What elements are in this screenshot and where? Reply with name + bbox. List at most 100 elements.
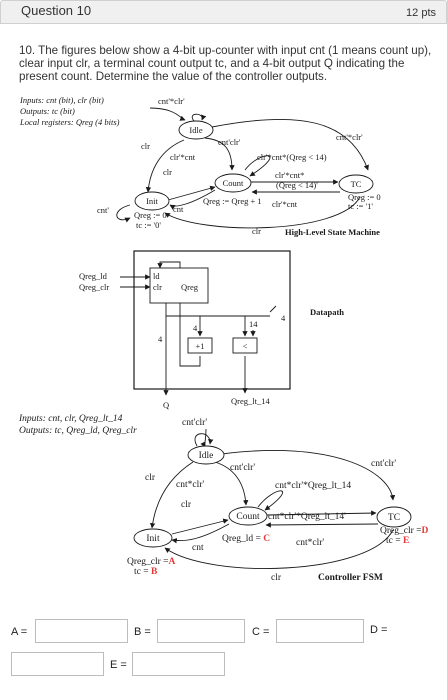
fsm-label-idle-loop: cnt'clr' (230, 463, 255, 473)
hlsm-state-tc-label: TC (351, 179, 362, 189)
datapath-bus-slash (269, 305, 277, 313)
hlsm-state-init (134, 191, 170, 211)
hlsm-label-idle-init: clr (141, 141, 150, 151)
fsm-outputs: Outputs: tc, Qreg_ld, Qreg_clr (19, 426, 137, 436)
fsm-init-action-1: Qreg_clr =A (127, 557, 176, 567)
question-points: 12 pts (406, 7, 436, 19)
fsm-idle-tc-arrow (221, 450, 396, 501)
hlsm-idle-init-arrow (145, 139, 185, 193)
hlsm-init-count-arrow (167, 185, 216, 201)
answer-d-input[interactable] (11, 652, 104, 676)
hlsm-locals: Local registers: Qreg (4 bits) (19, 117, 120, 127)
hlsm-label-tc-count: clr'*cnt (272, 199, 298, 209)
fsm-state-tc-label: TC (388, 513, 400, 523)
hlsm-tc-init-arrow (164, 196, 361, 229)
hlsm-state-tc (338, 174, 374, 194)
hlsm-count-init-arrow (169, 189, 216, 210)
hlsm-label-count-loop: clr'*cnt*(Qreg < 14) (257, 152, 327, 162)
fsm-label-top: cnt'clr' (182, 418, 207, 428)
fsm-tc-action-2: tc = E (386, 536, 409, 546)
hlsm-init-action-1: Qreg := 0 (134, 210, 167, 220)
datapath-width-3: 4 (281, 313, 286, 323)
question-text: 10. The figures below show a 4-bit up-co… (19, 44, 432, 83)
answer-c-input[interactable] (276, 619, 364, 643)
datapath-adder-label: +1 (195, 341, 204, 351)
fsm-label-tc-init: clr (271, 573, 282, 583)
fsm-count-loop (257, 490, 284, 511)
fsm-label-tc-idle: cnt'clr' (371, 459, 396, 469)
hlsm-state-count-label: Count (223, 178, 244, 188)
hlsm-state-idle-label: Idle (189, 125, 202, 135)
datapath-frame (133, 250, 291, 390)
fsm-state-idle-label: Idle (199, 451, 214, 461)
fsm-count-action: Qreg_ld = C (222, 534, 270, 544)
hlsm-state-init-label: Init (146, 196, 158, 206)
answer-a-input[interactable] (35, 619, 128, 643)
fsm-caption: Controller FSM (318, 573, 383, 583)
fsm-state-count (228, 506, 268, 526)
hlsm-init-loop (116, 204, 131, 223)
hlsm-tc-action-2: tc := '1' (348, 201, 373, 211)
hlsm-diagram: Inputs: cnt (bit), clr (bit) Outputs: tc… (19, 95, 381, 237)
datapath-output-q: Q (163, 400, 169, 410)
hlsm-idle-tc-arrow (211, 118, 369, 171)
fsm-label-count-tc: cnt*clr'*Qreg_lt_14' (268, 512, 346, 522)
question-header: Question 10 12 pts (0, 0, 447, 24)
datapath-register (149, 267, 209, 304)
hlsm-label-top: cnt'*clr' (158, 96, 185, 106)
hlsm-label-count-tc-a: clr'*cnt* (275, 170, 304, 180)
datapath-port-clr: clr (153, 282, 162, 292)
hlsm-label-tc-init: clr (252, 226, 261, 236)
hlsm-label-idle-loop: cnt'clr' (218, 137, 241, 147)
fsm-init-action-2: tc = B (134, 567, 158, 577)
answer-b-input[interactable] (157, 619, 245, 643)
datapath-reg-name: Qreg (181, 282, 199, 292)
fsm-idle-count-arrow (214, 461, 249, 506)
fsm-init-count-arrow (171, 518, 229, 535)
hlsm-outputs: Outputs: tc (bit) (20, 106, 75, 116)
fsm-label-count-loop: cnt*clr'*Qreg_lt_14 (275, 481, 351, 491)
fsm-tc-count-arrow (265, 522, 379, 528)
datapath-comparator (232, 337, 258, 354)
datapath-width-2: 4 (158, 334, 163, 344)
hlsm-label-init-loop: cnt' (97, 205, 109, 215)
fsm-idle-init-arrow (149, 461, 194, 529)
answer-b-label: B = (134, 626, 151, 638)
datapath-comparator-label: < (243, 341, 248, 351)
fsm-state-init-label: Init (146, 534, 160, 544)
fsm-tc-action-1: Qreg_clr =D (380, 526, 429, 536)
fsm-count-init-arrow (171, 523, 230, 544)
fsm-tc-init-arrow (164, 529, 394, 569)
answer-c-label: C = (252, 626, 270, 638)
hlsm-count-action: Qreg := Qreg + 1 (203, 196, 262, 206)
hlsm-caption: High-Level State Machine (285, 227, 380, 237)
fsm-state-count-label: Count (236, 512, 260, 522)
fsm-label-idle-count: cnt*clr' (176, 480, 204, 490)
datapath-width-1: 4 (193, 323, 198, 333)
fsm-idle-loop (194, 433, 214, 447)
fsm-label-tc-count: cnt*clr' (296, 538, 324, 548)
datapath-caption: Datapath (310, 307, 344, 317)
fsm-state-idle (187, 445, 225, 465)
question-title: Question 10 (21, 3, 92, 18)
answer-a-label: A = (11, 626, 28, 638)
hlsm-label-idle-count: clr'*cnt (170, 152, 196, 162)
datapath-output-lt: Qreg_lt_14 (231, 396, 270, 406)
fsm-count-tc-arrow (265, 510, 377, 516)
datapath-feedback (157, 261, 201, 367)
hlsm-label-count-init: clr (163, 167, 172, 177)
fsm-state-init (133, 528, 173, 548)
hlsm-init-action-2: tc := '0' (136, 220, 161, 230)
datapath-const: 14 (249, 319, 258, 329)
datapath-port-ld: ld (153, 271, 160, 281)
hlsm-idle-loop (191, 113, 207, 123)
hlsm-state-count (214, 173, 252, 193)
fsm-state-tc (376, 506, 412, 528)
answer-e-input[interactable] (132, 652, 225, 676)
hlsm-tc-action-1: Qreg := 0 (348, 192, 381, 202)
datapath-adder (187, 337, 213, 354)
fsm-inputs: Inputs: cnt, clr, Qreg_lt_14 (18, 414, 123, 424)
answer-e-label: E = (110, 659, 127, 671)
hlsm-count-loop (244, 155, 271, 177)
datapath-input-ld: Qreg_ld (79, 271, 108, 281)
